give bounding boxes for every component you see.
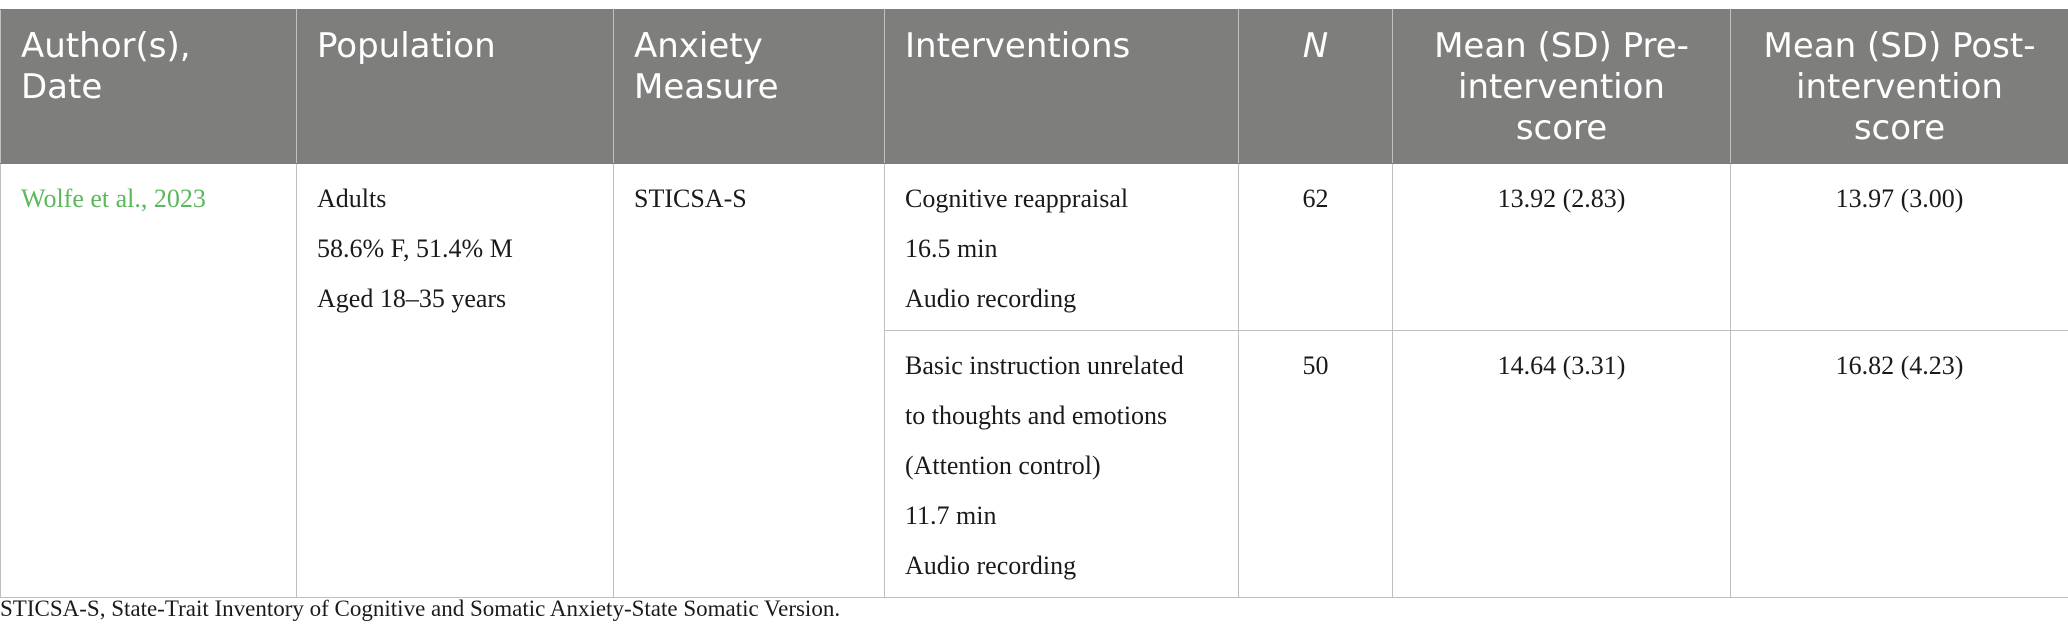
- header-pre-score: Mean (SD) Pre-intervention score: [1392, 9, 1731, 164]
- intervention-line: 11.7 min: [905, 501, 997, 530]
- intervention-line: to thoughts and emotions: [905, 401, 1168, 430]
- pre-score-cell: 14.64 (3.31): [1392, 330, 1731, 598]
- n-cell: 62: [1238, 163, 1393, 331]
- table-row: Wolfe et al., 2023 Adults 58.6% F, 51.4%…: [0, 163, 2068, 598]
- n-cell: 50: [1238, 330, 1393, 598]
- intervention-cell: Basic instruction unrelated to thoughts …: [884, 330, 1239, 598]
- table-row: Basic instruction unrelated to thoughts …: [1, 330, 2068, 598]
- intervention-cell: Cognitive reappraisal 16.5 min Audio rec…: [884, 163, 1239, 331]
- measure-text: STICSA-S: [634, 184, 747, 213]
- intervention-line: 16.5 min: [905, 234, 998, 263]
- post-score-cell: 13.97 (3.00): [1730, 163, 2068, 331]
- author-citation-link[interactable]: Wolfe et al., 2023: [21, 184, 206, 213]
- study-table: Author(s), Date Population Anxiety Measu…: [0, 9, 2068, 598]
- intervention-line: (Attention control): [905, 451, 1101, 480]
- population-line: Aged 18–35 years: [317, 284, 507, 313]
- header-n: N: [1238, 9, 1393, 164]
- intervention-line: Basic instruction unrelated: [905, 351, 1184, 380]
- table-header: Author(s), Date Population Anxiety Measu…: [0, 9, 2068, 164]
- intervention-line: Cognitive reappraisal: [905, 184, 1129, 213]
- pre-score-cell: 13.92 (2.83): [1392, 163, 1731, 331]
- table-body: Wolfe et al., 2023 Adults 58.6% F, 51.4%…: [0, 163, 2068, 598]
- header-post-score: Mean (SD) Post-intervention score: [1730, 9, 2068, 164]
- author-cell: Wolfe et al., 2023: [0, 163, 297, 598]
- intervention-line: Audio recording: [905, 551, 1077, 580]
- population-cell: Adults 58.6% F, 51.4% M Aged 18–35 years: [296, 163, 614, 598]
- population-line: Adults: [317, 184, 387, 213]
- data-table-container: Author(s), Date Population Anxiety Measu…: [0, 9, 2068, 598]
- table-footnote: STICSA-S, State-Trait Inventory of Cogni…: [0, 596, 841, 621]
- header-anxiety-measure: Anxiety Measure: [613, 9, 885, 164]
- header-population: Population: [296, 9, 614, 164]
- header-row: Author(s), Date Population Anxiety Measu…: [0, 9, 2068, 164]
- measure-cell: STICSA-S: [613, 163, 885, 598]
- post-score-cell: 16.82 (4.23): [1730, 330, 2068, 598]
- header-author: Author(s), Date: [0, 9, 297, 164]
- population-line: 58.6% F, 51.4% M: [317, 234, 513, 263]
- intervention-line: Audio recording: [905, 284, 1077, 313]
- header-interventions: Interventions: [884, 9, 1239, 164]
